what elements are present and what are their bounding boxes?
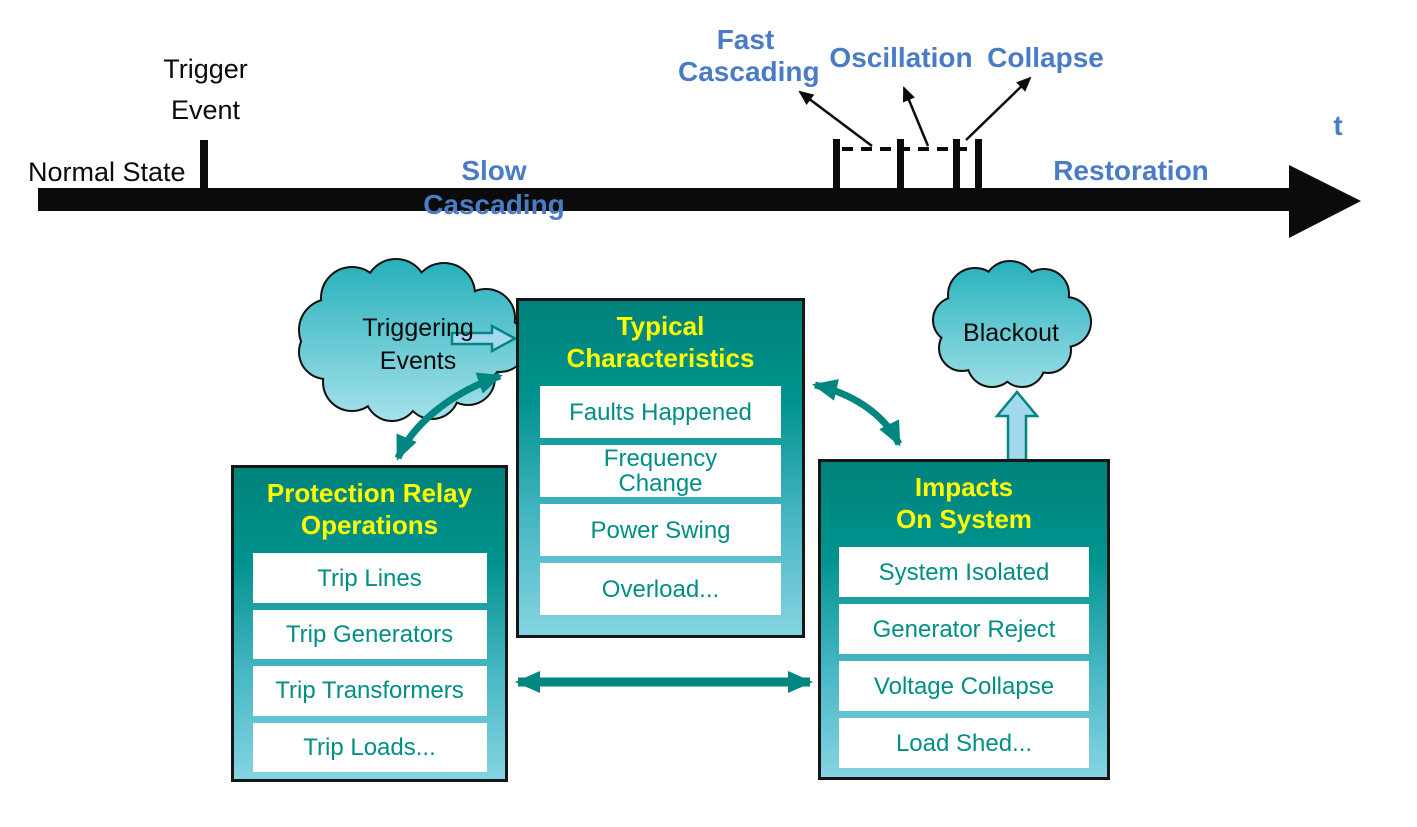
- cloud-to-characteristics-arrow-icon: [450, 323, 518, 354]
- characteristic-item: Faults Happened: [540, 386, 781, 439]
- triggering-events-cloud-label: Triggering Events: [362, 314, 474, 375]
- fast-cascading-label: Fast Cascading: [678, 24, 820, 88]
- oscillation-pointer-icon: [902, 86, 930, 147]
- characteristic-item: Frequency Change: [540, 445, 781, 498]
- characteristic-item: Power Swing: [540, 504, 781, 557]
- impact-item: Voltage Collapse: [839, 661, 1089, 712]
- collapse-tick-1: [953, 139, 960, 190]
- collapse-pointer-icon: [965, 76, 1032, 141]
- protection-item: Trip Loads...: [252, 722, 487, 772]
- blackout-cloud-label: Blackout: [963, 319, 1059, 347]
- protection-relay-title: Protection Relay Operations: [266, 478, 473, 540]
- oscillation-label: Oscillation: [829, 42, 973, 73]
- protection-item: Trip Generators: [252, 609, 487, 660]
- restoration-label: Restoration: [1053, 155, 1209, 186]
- trigger-event-tick: [200, 140, 208, 190]
- impacts-on-system-panel: Impacts On System System Isolated Genera…: [818, 459, 1110, 780]
- impacts-on-system-title: Impacts On System: [896, 472, 1032, 534]
- characteristics-impacts-curved-arrow-icon: [812, 379, 903, 447]
- impact-item: Generator Reject: [839, 604, 1089, 655]
- impact-item: System Isolated: [839, 547, 1089, 598]
- characteristic-item: Overload...: [540, 563, 781, 616]
- timeline-bar: [38, 188, 1292, 211]
- protection-characteristics-curved-arrow-icon: [394, 372, 503, 461]
- protection-item: Trip Lines: [252, 553, 487, 603]
- protection-item: Trip Transformers: [252, 666, 487, 716]
- impact-item: Load Shed...: [839, 718, 1089, 769]
- time-axis-label: t: [1333, 110, 1343, 141]
- impacts-to-blackout-arrow-icon: [994, 390, 1040, 462]
- trigger-event-label: Trigger Event: [163, 54, 248, 125]
- normal-state-label: Normal State: [28, 157, 186, 187]
- typical-characteristics-panel: Typical Characteristics Faults Happened …: [516, 298, 805, 638]
- collapse-tick-2: [975, 139, 982, 190]
- timeline-arrowhead-icon: [1289, 165, 1361, 238]
- protection-relay-panel: Protection Relay Operations Trip Lines T…: [231, 465, 508, 782]
- collapse-label: Collapse: [987, 42, 1104, 73]
- fast-cascading-pointer-icon: [798, 90, 873, 147]
- fast-cascading-tick: [833, 139, 840, 190]
- typical-characteristics-title: Typical Characteristics: [566, 311, 755, 373]
- slow-cascading-label: Slow Cascading: [423, 155, 565, 220]
- oscillation-tick: [897, 139, 904, 190]
